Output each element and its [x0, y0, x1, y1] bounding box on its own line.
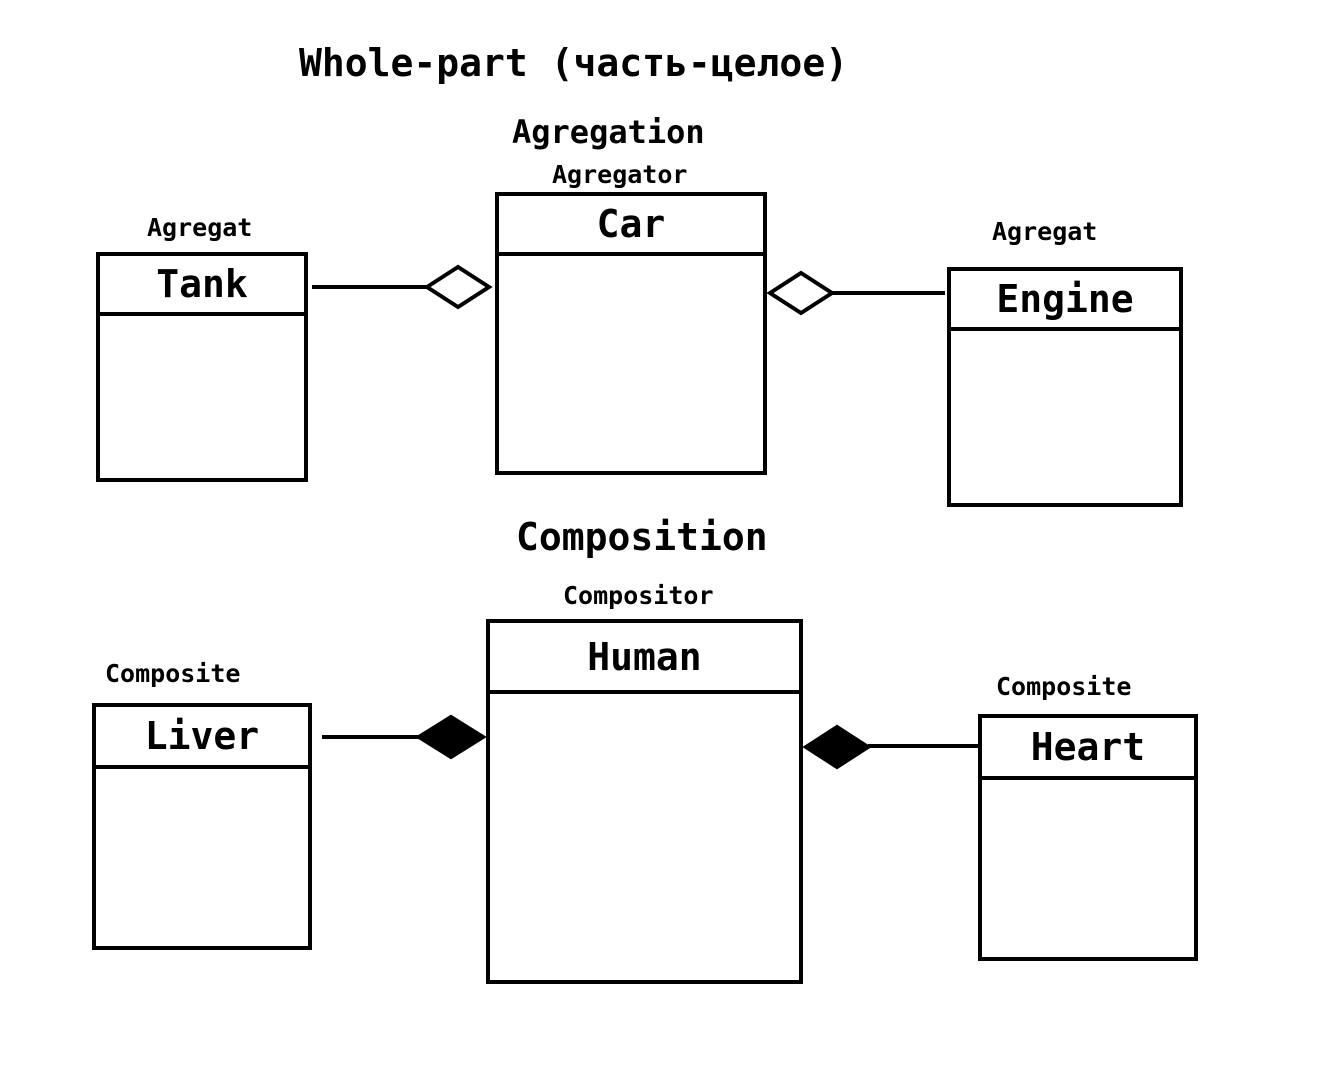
class-box-engine[interactable]: Engine	[947, 267, 1183, 507]
tank-car-aggregation-diamond	[423, 264, 493, 310]
diagram-title: Whole-part (часть-целое)	[299, 41, 849, 85]
class-name-liver: Liver	[96, 707, 308, 769]
class-box-human[interactable]: Human	[486, 619, 803, 984]
class-name-engine: Engine	[951, 271, 1179, 331]
engine-car-aggregation-diamond	[766, 270, 836, 316]
engine-role-label: Agregat	[992, 217, 1098, 246]
human-role-label: Compositor	[563, 581, 714, 610]
class-name-car: Car	[499, 196, 763, 256]
heart-role-label: Composite	[996, 672, 1132, 701]
heart-human-composition-diamond	[802, 724, 872, 770]
tank-role-label: Agregat	[147, 213, 253, 242]
liver-role-label: Composite	[105, 659, 241, 688]
class-box-tank[interactable]: Tank	[96, 252, 308, 482]
composition-heading: Composition	[516, 515, 768, 559]
class-box-liver[interactable]: Liver	[92, 703, 312, 950]
aggregation-heading: Agregation	[512, 113, 705, 151]
class-box-car[interactable]: Car	[495, 192, 767, 475]
class-name-human: Human	[490, 623, 799, 694]
car-role-label: Agregator	[552, 160, 688, 189]
class-box-heart[interactable]: Heart	[978, 714, 1198, 961]
class-name-tank: Tank	[100, 256, 304, 316]
liver-human-composition-diamond	[415, 714, 487, 760]
class-name-heart: Heart	[982, 718, 1194, 780]
